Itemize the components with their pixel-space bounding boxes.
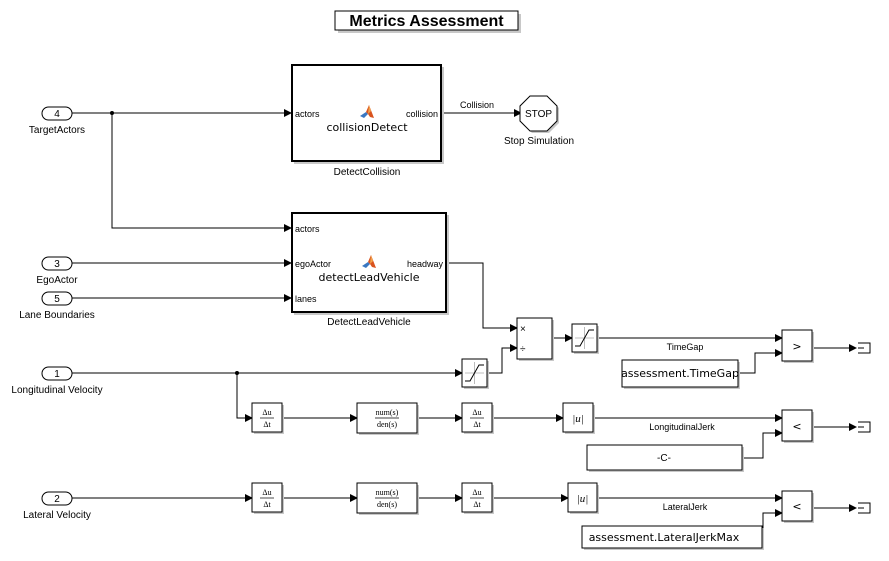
saturation-icon <box>465 362 484 384</box>
inport-number: 3 <box>54 259 60 270</box>
inport-number: 5 <box>54 294 60 305</box>
derivative-numerator: Δu <box>262 488 271 497</box>
transfer-fcn-block-long[interactable]: num(s) den(s) <box>356 402 419 435</box>
inport-label: Longitudinal Velocity <box>11 385 102 396</box>
saturation-block-velocity[interactable] <box>461 358 489 389</box>
signal-label-longitudinal-jerk: LongitudinalJerk <box>649 422 715 432</box>
divide-icon: ÷ <box>520 344 526 355</box>
port-lanes: lanes <box>295 294 317 304</box>
inport-number: 2 <box>54 494 60 505</box>
constant-value: assessment.LateralJerkMax <box>589 531 740 544</box>
block-name: Stop Simulation <box>504 136 574 147</box>
derivative-denominator: Δt <box>473 500 481 509</box>
saturation-icon <box>575 327 594 349</box>
inport-number: 1 <box>54 369 60 380</box>
inport-target-actors[interactable]: 4 TargetActors <box>29 106 85 136</box>
inport-label: Lane Boundaries <box>19 310 95 321</box>
tf-numerator: num(s) <box>376 408 399 417</box>
operator-symbol: > <box>792 340 801 353</box>
derivative-denominator: Δt <box>473 420 481 429</box>
derivative-numerator: Δu <box>472 408 481 417</box>
stop-text: STOP <box>525 109 552 120</box>
derivative-numerator: Δu <box>262 408 271 417</box>
wire-lat-const[interactable] <box>762 509 783 539</box>
derivative-block-long-1[interactable]: Δu Δt <box>251 402 284 434</box>
transfer-fcn-block-lat[interactable]: num(s) den(s) <box>356 482 419 515</box>
function-name: collisionDetect <box>326 121 408 134</box>
operator-symbol: < <box>792 500 801 513</box>
inport-label: Lateral Velocity <box>23 510 91 521</box>
terminator-long-jerk[interactable] <box>858 421 871 433</box>
abs-icon: |u| <box>572 413 584 425</box>
signal-label-lateral-jerk: LateralJerk <box>663 502 708 512</box>
terminator-icon <box>858 502 871 514</box>
saturation-block-timegap[interactable] <box>571 323 599 354</box>
wire-target-actors-to-lead[interactable] <box>111 113 292 232</box>
port-ego-actor: egoActor <box>295 259 331 269</box>
abs-block-lat[interactable]: |u| <box>567 482 599 514</box>
wire-long-velocity-branch[interactable] <box>236 373 253 422</box>
terminator-icon <box>858 342 871 354</box>
abs-block-long[interactable]: |u| <box>562 402 595 434</box>
derivative-denominator: Δt <box>263 500 271 509</box>
stop-simulation-block[interactable]: STOP Stop Simulation <box>504 95 574 147</box>
constant-block-timegap[interactable]: assessment.TimeGap <box>621 359 740 389</box>
terminator-icon <box>858 421 871 433</box>
constant-block-long-jerk[interactable]: -C- <box>586 444 744 472</box>
title-annotation[interactable]: Metrics Assessment <box>334 10 521 33</box>
signal-label-collision: Collision <box>460 100 494 110</box>
tf-numerator: num(s) <box>376 488 399 497</box>
detect-collision-block[interactable]: actors collision collisionDetect DetectC… <box>291 64 444 178</box>
constant-block-lat-jerk[interactable]: assessment.LateralJerkMax <box>581 525 764 550</box>
inport-label: TargetActors <box>29 125 85 136</box>
tf-denominator: den(s) <box>377 500 397 509</box>
multiply-icon: × <box>520 324 526 335</box>
wire-long-const[interactable] <box>742 429 783 459</box>
port-actors: actors <box>295 109 320 119</box>
block-name: DetectCollision <box>334 167 401 178</box>
derivative-denominator: Δt <box>263 420 271 429</box>
page-title: Metrics Assessment <box>349 13 504 30</box>
relational-operator-long-jerk[interactable]: < <box>781 409 814 443</box>
derivative-block-lat-2[interactable]: Δu Δt <box>461 482 494 514</box>
wire-sat-to-divide[interactable] <box>488 344 518 374</box>
divide-block[interactable]: × ÷ <box>516 317 554 361</box>
terminator-timegap[interactable] <box>858 342 871 354</box>
block-name: DetectLeadVehicle <box>327 317 411 328</box>
relational-operator-lat-jerk[interactable]: < <box>781 490 814 523</box>
relational-operator-timegap[interactable]: > <box>781 329 814 363</box>
derivative-block-long-2[interactable]: Δu Δt <box>461 402 494 434</box>
inport-lane-boundaries[interactable]: 5 Lane Boundaries <box>19 291 95 321</box>
wire-timegap-const[interactable] <box>738 349 783 374</box>
port-headway: headway <box>407 259 444 269</box>
detect-lead-vehicle-block[interactable]: actors egoActor lanes headway detectLead… <box>291 212 449 328</box>
constant-value: -C- <box>657 453 671 464</box>
signal-lines <box>72 109 857 539</box>
derivative-block-lat-1[interactable]: Δu Δt <box>251 482 284 514</box>
inport-longitudinal-velocity[interactable]: 1 Longitudinal Velocity <box>11 366 103 396</box>
inport-lateral-velocity[interactable]: 2 Lateral Velocity <box>23 491 91 521</box>
function-name: detectLeadVehicle <box>319 271 420 284</box>
operator-symbol: < <box>792 420 801 433</box>
port-collision: collision <box>406 109 438 119</box>
inport-ego-actor[interactable]: 3 EgoActor <box>36 256 78 286</box>
inport-number: 4 <box>54 109 60 120</box>
signal-label-timegap: TimeGap <box>667 342 704 352</box>
tf-denominator: den(s) <box>377 420 397 429</box>
port-actors: actors <box>295 224 320 234</box>
terminator-lat-jerk[interactable] <box>858 502 871 514</box>
inport-label: EgoActor <box>36 275 78 286</box>
derivative-numerator: Δu <box>472 488 481 497</box>
constant-value: assessment.TimeGap <box>621 367 739 380</box>
wire-headway[interactable] <box>446 262 518 332</box>
abs-icon: |u| <box>577 493 589 505</box>
